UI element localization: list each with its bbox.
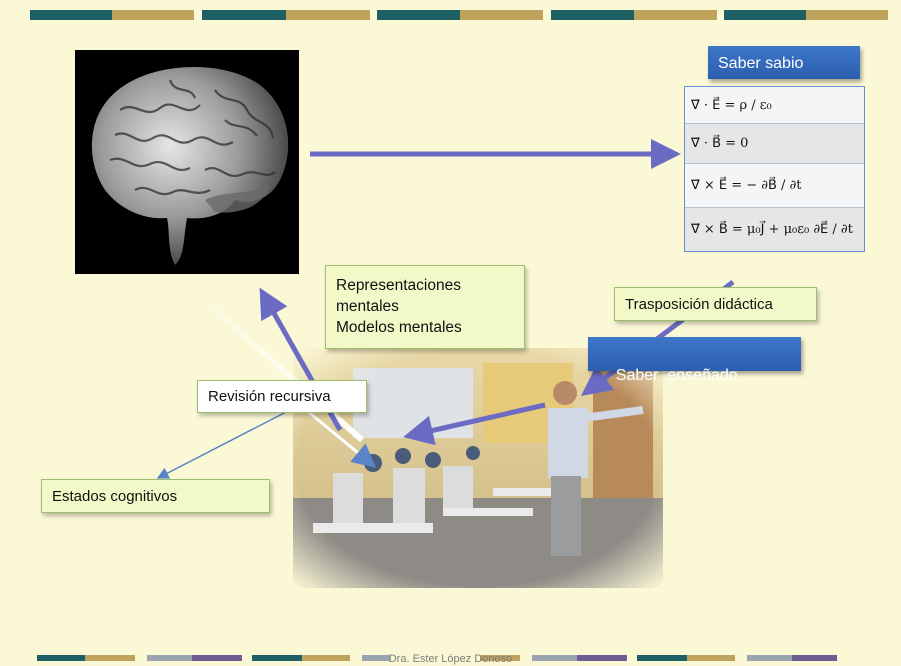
equation-row: ∇⃗ · E⃗ = ρ / ε₀: [685, 87, 864, 124]
estados-box: Estados cognitivos: [41, 479, 270, 513]
representaciones-line: Representaciones: [336, 277, 461, 294]
top-bar-segment: [551, 10, 717, 20]
bottom-bar: [37, 655, 837, 661]
white-arrow: [299, 403, 377, 468]
revision-box: Revisión recursiva: [197, 380, 367, 413]
brain-scan-image: [75, 50, 299, 274]
saber-ensenado-label: Saber enseñado: [588, 337, 801, 384]
arrow-teacher-to-students: [403, 402, 546, 446]
top-bar-segment: [724, 10, 888, 20]
footer-author: Dra. Ester López Donoso: [388, 653, 513, 665]
saber-sabio-label: Saber sabio: [708, 46, 860, 79]
revision-text: Revisión recursiva: [208, 388, 331, 405]
trasposicion-text: Trasposición didáctica: [625, 296, 773, 313]
saber-sabio-text: Saber sabio: [718, 55, 804, 72]
equation-row: ∇⃗ × E⃗ = − ∂B⃗ / ∂t: [685, 164, 864, 208]
top-bar-segment: [377, 10, 543, 20]
arrow-to-estados: [156, 409, 291, 479]
top-bar-segment: [30, 10, 194, 20]
faded-line: [208, 302, 364, 443]
saber-ensenado-text: Saber enseñado: [615, 367, 738, 384]
top-bar-segment: [202, 10, 370, 20]
representaciones-line: mentales: [336, 298, 399, 315]
trasposicion-box: Trasposición didáctica: [614, 287, 817, 321]
representaciones-box: Representaciones mentales Modelos mental…: [325, 265, 525, 349]
equation-row: ∇⃗ × B⃗ = μ₀J⃗ + μ₀ε₀ ∂E⃗ / ∂t: [685, 208, 864, 251]
maxwell-equations: ∇⃗ · E⃗ = ρ / ε₀ ∇⃗ · B⃗ = 0 ∇⃗ × E⃗ = −…: [684, 86, 865, 252]
estados-text: Estados cognitivos: [52, 488, 178, 505]
representaciones-line: Modelos mentales: [336, 319, 462, 336]
equation-row: ∇⃗ · B⃗ = 0: [685, 124, 864, 164]
